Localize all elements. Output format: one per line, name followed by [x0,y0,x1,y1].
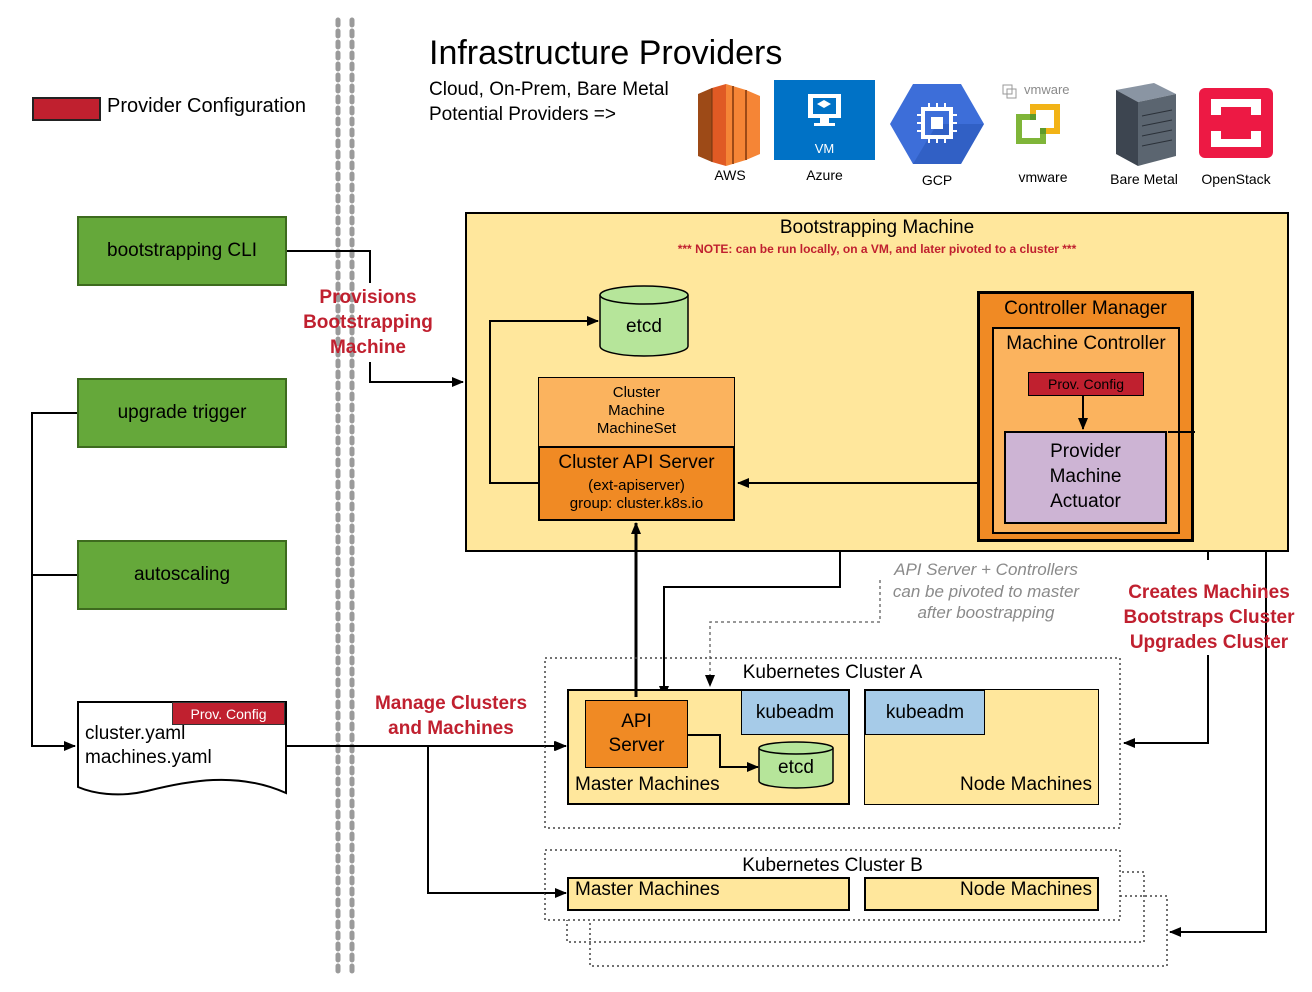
bootstrapping-title: Bootstrapping Machine [779,217,975,238]
cluster-b-title: Kubernetes Cluster B [742,855,923,876]
cluster-api-sub1: (ext-apiserver) [588,477,685,494]
bootstrap-etcd: etcd [599,285,689,357]
cluster-a-etcd: etcd [758,741,834,789]
provider-machine-actuator: Provider Machine Actuator [1004,431,1167,524]
legend-label: Provider Configuration [107,95,306,117]
provider-label-gcp: GCP [921,172,953,188]
pivot-note-line: API Server + Controllers [894,560,1078,579]
actuator-line: Actuator [1050,491,1121,512]
infra-title: Infrastructure Providers [429,34,783,72]
bootstrapping-cli-box: bootstrapping CLI [77,216,287,286]
doc-line-cluster: cluster.yaml [85,723,186,744]
openstack-icon [1199,88,1273,158]
pivot-note: API Server + Controllers can be pivoted … [876,559,1096,624]
edge-label-line: Manage Clusters [374,693,528,714]
cluster-a-api-line: Server [608,735,665,756]
vmware-icon: vmware [1002,82,1086,162]
cluster-api-title: Cluster API Server [558,452,715,473]
crd-box: Cluster Machine MachineSet [538,377,735,447]
edge-label-line: Bootstraps Cluster [1123,607,1295,628]
cluster-b-master-machines [567,877,850,911]
provider-label-azure: Azure [806,167,843,183]
cluster-a-api-server: API Server [585,700,688,768]
mc-prov-config: Prov. Config [1028,372,1144,396]
pivot-note-line: after boostrapping [917,603,1055,622]
edge-label-line: Bootstrapping [303,312,433,333]
aws-icon [698,84,760,166]
provider-label-bare-metal: Bare Metal [1110,171,1178,187]
config-document: Prov. Config cluster.yaml machines.yaml [77,701,289,797]
machine-controller-title: Machine Controller [1006,333,1166,354]
cluster-api-server: Cluster API Server (ext-apiserver) group… [538,446,735,521]
cluster-b-master-label: Master Machines [575,879,720,900]
bootstrapping-note: *** NOTE: can be run locally, on a VM, a… [677,242,1077,256]
crd-machine: Machine [608,402,665,419]
provider-label-aws: AWS [714,167,746,183]
edge-label-line: and Machines [388,718,514,739]
server-icon [1108,82,1178,168]
bootstrap-etcd-label: etcd [626,316,662,337]
edge-label-line: Creates Machines [1128,582,1290,603]
edge-label-provisions: Provisions Bootstrapping Machine [288,285,448,360]
edge-label-line: Upgrades Cluster [1129,632,1289,653]
actuator-line: Provider [1050,441,1121,462]
cluster-b-node-label: Node Machines [959,879,1092,900]
provider-label-vmware: vmware [1018,169,1068,185]
upgrade-trigger-box: upgrade trigger [77,378,287,448]
azure-badge: VM [814,141,835,156]
cluster-a-title: Kubernetes Cluster A [742,662,923,683]
vmware-badge: vmware [1024,82,1070,97]
edge-label-line: Provisions [319,287,417,308]
controller-manager-title: Controller Manager [1004,298,1167,319]
legend-swatch [32,97,101,121]
cluster-a-api-line: API [621,711,652,732]
autoscaling-box: autoscaling [77,540,287,610]
edge-label-line: Machine [329,337,407,358]
cluster-a-master-kubeadm: kubeadm [741,690,849,735]
azure-vm-icon: VM [774,80,875,160]
infra-subtitle: Cloud, On-Prem, Bare Metal [429,79,669,100]
crd-cluster: Cluster [612,384,661,401]
doc-line-machines: machines.yaml [85,747,212,768]
cluster-a-etcd-label: etcd [778,757,814,778]
cluster-a-node-label: Node Machines [959,774,1092,795]
cluster-api-sub2: group: cluster.k8s.io [569,495,704,512]
cluster-a-master-label: Master Machines [575,774,720,795]
doc-prov-config-badge: Prov. Config [172,702,285,725]
actuator-line: Machine [1049,466,1122,487]
edge-label-manage: Manage Clusters and Machines [361,691,541,741]
gcp-chip-icon [889,83,985,165]
cluster-a-node-kubeadm: kubeadm [865,690,985,735]
pivot-note-line: can be pivoted to master [892,581,1080,601]
crd-machineset: MachineSet [596,420,677,437]
infra-subtitle2: Potential Providers => [429,104,616,125]
cluster-b-node-machines [864,877,1099,911]
edge-label-creates: Creates Machines Bootstraps Cluster Upgr… [1108,580,1310,655]
provider-label-openstack: OpenStack [1201,171,1271,187]
